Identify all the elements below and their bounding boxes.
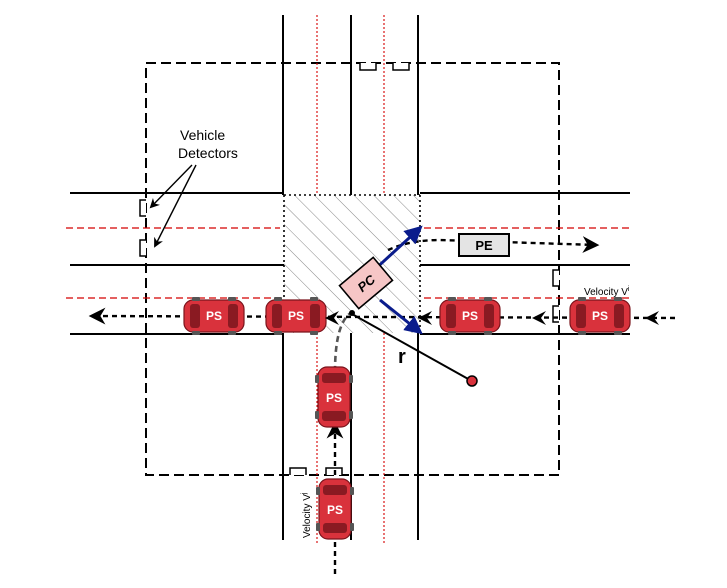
vertical-lane-dividers (316, 15, 385, 545)
horizontal-lane-dividers (66, 227, 630, 299)
ps-car-west-1: PS (183, 296, 245, 336)
svg-text:PS: PS (326, 391, 342, 405)
svg-text:PS: PS (327, 503, 343, 517)
turning-trajectory (333, 310, 353, 373)
ps-car-east-2: PS (569, 296, 631, 336)
svg-text:PS: PS (288, 309, 304, 323)
detectors-label-line1: Vehicle (180, 127, 225, 143)
velocity-right-label: Velocity Vi (584, 286, 630, 298)
detectors-label-line2: Detectors (178, 145, 238, 161)
flow-chevrons (325, 311, 659, 325)
control-zone-boundary (145, 62, 560, 476)
ps-car-west-2: PS (265, 296, 327, 336)
pivot-point (349, 310, 355, 316)
westbound-flow-arrow (88, 307, 676, 325)
horizontal-road (70, 192, 630, 335)
ps-car-north-1: PS (314, 366, 354, 428)
svg-text:PS: PS (206, 309, 222, 323)
velocity-bottom-label: Velocity Vj (301, 492, 313, 538)
svg-text:PE: PE (475, 238, 493, 253)
vehicle-detector-marks (139, 63, 559, 475)
radius-label: r (398, 346, 406, 368)
radius-line (351, 313, 471, 381)
svg-text:PS: PS (592, 309, 608, 323)
svg-text:PS: PS (462, 309, 478, 323)
ps-car-north-2: PS (315, 478, 355, 540)
pc-vehicle: PC (338, 256, 394, 310)
ps-car-east-1: PS (439, 296, 501, 336)
target-point (466, 375, 478, 387)
pe-vehicle: PE (458, 233, 510, 257)
detector-pointers (149, 164, 197, 248)
pc-vector-down (379, 298, 423, 335)
